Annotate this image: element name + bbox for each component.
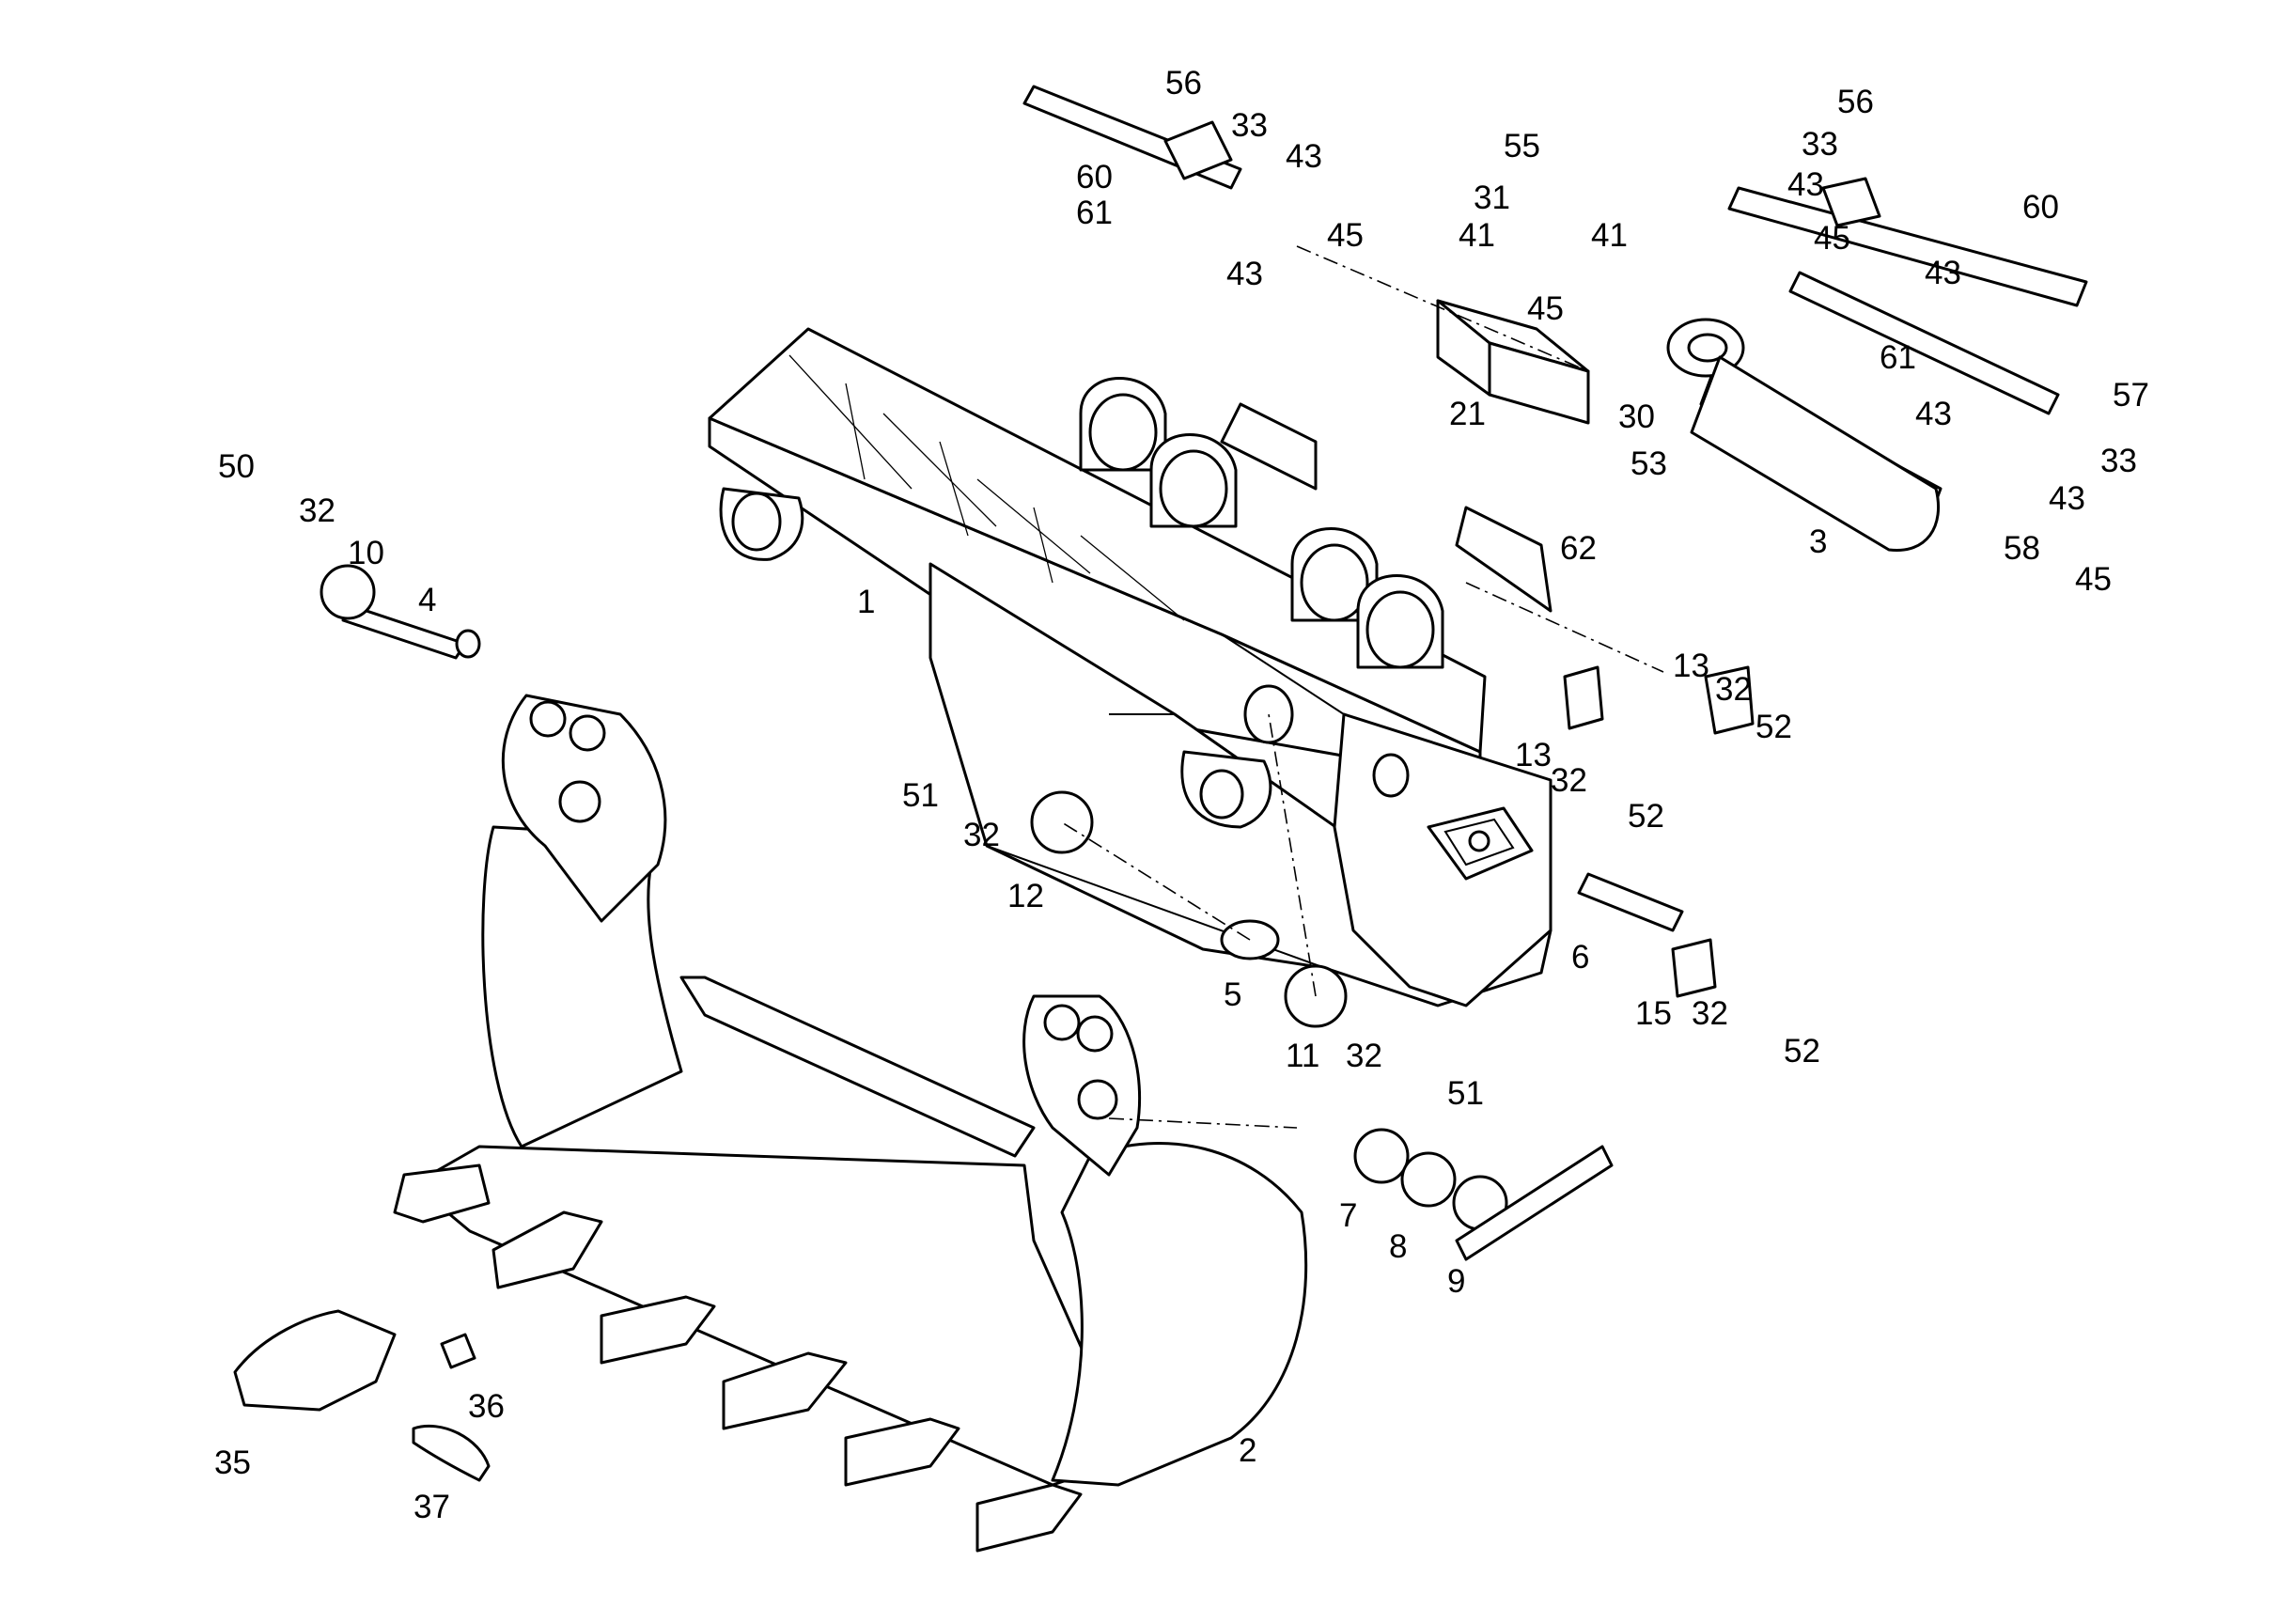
callout-8: 8 <box>1389 1228 1407 1265</box>
callout-labels: 56 33 43 60 61 43 45 55 31 41 41 45 21 3… <box>214 65 2149 1525</box>
callout-32: 32 <box>1551 762 1587 799</box>
callout-2: 2 <box>1239 1432 1256 1469</box>
callout-32: 32 <box>963 817 1000 853</box>
bucket <box>393 694 1308 1553</box>
valve-block <box>1436 299 1590 425</box>
callout-33: 33 <box>1231 107 1268 144</box>
callout-35: 35 <box>214 1444 251 1481</box>
callout-60: 60 <box>1076 159 1113 195</box>
callout-58: 58 <box>2004 530 2040 567</box>
callout-30: 30 <box>1618 398 1655 435</box>
callout-6: 6 <box>1571 939 1589 976</box>
callout-61: 61 <box>1076 195 1113 231</box>
callout-43: 43 <box>1286 138 1322 175</box>
callout-31: 31 <box>1474 180 1510 216</box>
callout-52: 52 <box>1784 1033 1820 1070</box>
callout-10: 10 <box>348 535 384 571</box>
callout-45: 45 <box>2075 561 2112 598</box>
callout-33: 33 <box>2100 443 2137 479</box>
callout-43: 43 <box>1925 255 1961 291</box>
callout-4: 4 <box>418 582 436 618</box>
callout-45: 45 <box>1327 217 1364 254</box>
callout-51: 51 <box>1447 1075 1484 1112</box>
callout-36: 36 <box>468 1388 505 1425</box>
callout-3: 3 <box>1809 523 1827 560</box>
callout-32: 32 <box>1715 671 1752 708</box>
callout-41: 41 <box>1459 217 1495 254</box>
coupler-gussets <box>788 354 1185 621</box>
callout-15: 15 <box>1635 995 1672 1032</box>
callout-43: 43 <box>1787 166 1824 203</box>
callout-5: 5 <box>1224 976 1241 1013</box>
callout-56: 56 <box>1165 65 1202 102</box>
callout-37: 37 <box>413 1489 450 1525</box>
callout-50: 50 <box>218 448 255 485</box>
callout-62: 62 <box>1560 530 1597 567</box>
coupler-lugs <box>719 377 1552 829</box>
tooth-adapter <box>233 1309 491 1482</box>
callout-1: 1 <box>857 584 875 620</box>
callout-21: 21 <box>1449 396 1486 432</box>
callout-32: 32 <box>299 492 335 529</box>
callout-43: 43 <box>1226 256 1263 292</box>
callout-61: 61 <box>1880 339 1916 376</box>
callout-43: 43 <box>2049 480 2085 517</box>
callout-12: 12 <box>1007 878 1044 914</box>
callout-11: 11 <box>1286 1038 1319 1074</box>
callout-51: 51 <box>902 777 939 814</box>
callout-56: 56 <box>1837 84 1874 120</box>
callout-7: 7 <box>1339 1197 1357 1234</box>
callout-53: 53 <box>1630 445 1667 482</box>
callout-13: 13 <box>1515 737 1552 773</box>
callout-13: 13 <box>1673 648 1709 684</box>
callout-57: 57 <box>2113 377 2149 414</box>
callout-55: 55 <box>1504 128 1540 164</box>
coupler-frame <box>708 327 1552 1007</box>
callout-52: 52 <box>1628 798 1664 835</box>
hydraulic-cylinder <box>1666 318 1943 553</box>
callout-60: 60 <box>2022 189 2059 226</box>
bucket-teeth <box>393 1163 1083 1553</box>
callout-32: 32 <box>1346 1038 1382 1074</box>
leader-lines <box>1061 245 1664 1129</box>
callout-33: 33 <box>1802 126 1838 163</box>
callout-32: 32 <box>1692 995 1728 1032</box>
callout-45: 45 <box>1527 290 1564 327</box>
callout-52: 52 <box>1755 709 1792 745</box>
callout-9: 9 <box>1447 1263 1465 1300</box>
callout-45: 45 <box>1814 220 1850 257</box>
lock-plate <box>1427 806 1534 881</box>
callout-43: 43 <box>1915 396 1952 432</box>
callout-41: 41 <box>1591 217 1628 254</box>
